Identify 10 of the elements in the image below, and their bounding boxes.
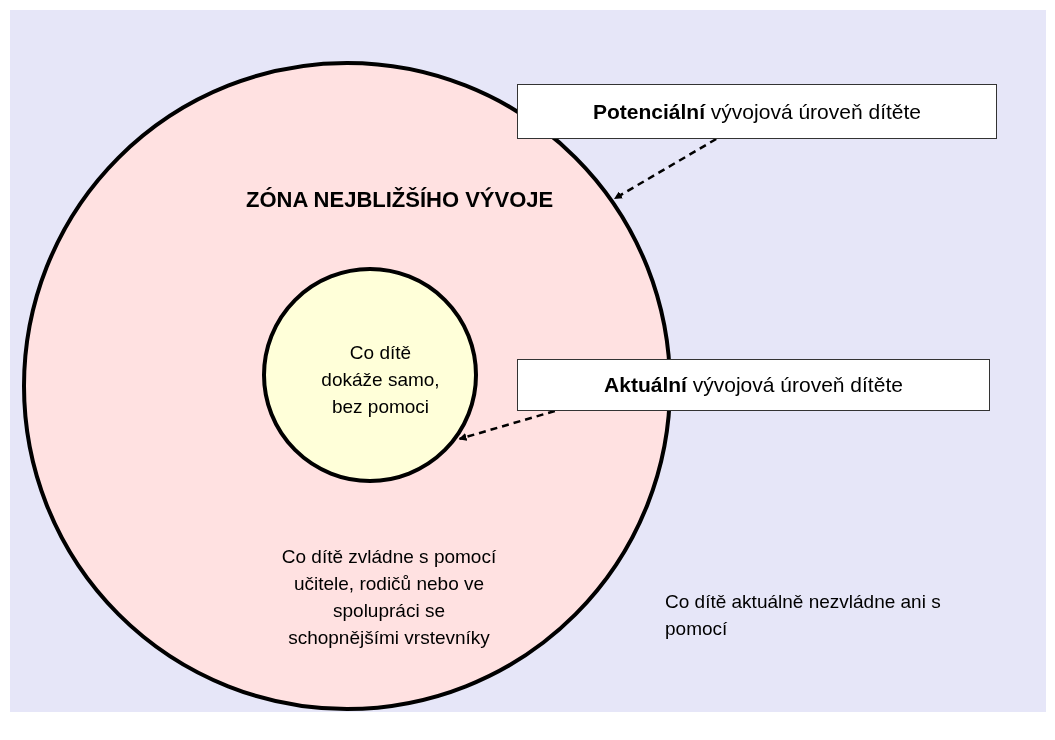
label-box [517, 359, 990, 411]
outside-note: Co dítě aktuálně nezvládne ani s pomocí [665, 590, 942, 641]
circle-text: Co dítě dokáže samo, bez pomoci [320, 341, 441, 419]
label-box [517, 84, 997, 139]
zone-description: Co dítě zvládne s pomocí učitele, rodičů nebo ve spolupráci se schopnějšími vrstevníky [280, 545, 498, 650]
box-text: Aktuální vývojová úroveň dítěte [604, 372, 903, 399]
dashed-arrow [614, 137, 717, 200]
zone-title: ZÓNA NEJBLIŽŠÍHO VÝVOJE [246, 186, 555, 214]
dashed-arrow [458, 409, 556, 441]
box-text: Potenciální vývojová úroveň dítěte [593, 98, 921, 125]
